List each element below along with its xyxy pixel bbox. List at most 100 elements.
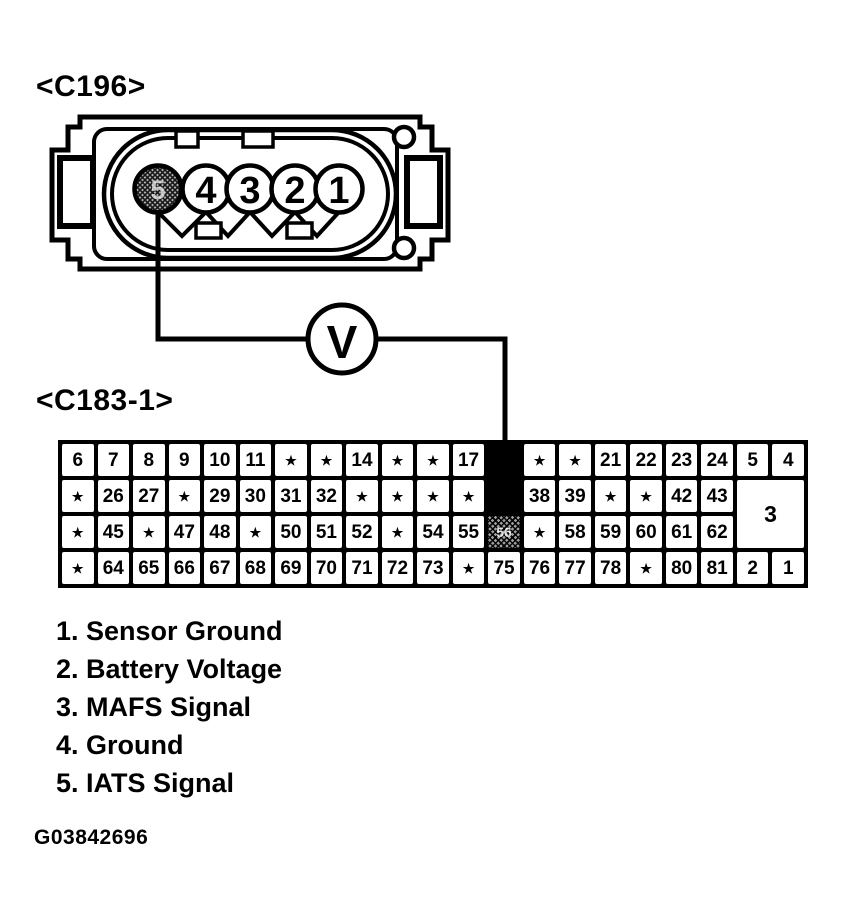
- legend-item-2: 2. Battery Voltage: [56, 654, 283, 684]
- unused-pin-cell: ★: [239, 516, 272, 548]
- pin-cell-45: 45: [97, 516, 130, 548]
- blank-split-cell: [488, 444, 520, 476]
- c196-pin-1-label: 1: [328, 170, 349, 212]
- pin-cell-69: 69: [275, 552, 307, 584]
- pin-cell-22: 22: [630, 444, 662, 476]
- unused-pin-cell: ★: [381, 480, 414, 512]
- pin-cell-80: 80: [665, 552, 698, 584]
- unused-pin-cell: ★: [630, 480, 662, 512]
- pin-cell-65: 65: [133, 552, 165, 584]
- probed-pin-cell-56: 56: [488, 516, 520, 548]
- c196-left-lock-tab: [57, 155, 96, 229]
- pin-cell-7: 7: [97, 444, 130, 476]
- pin-cell-61: 61: [665, 516, 698, 548]
- pin-cell-8: 8: [133, 444, 165, 476]
- legend-item-3: 3. MAFS Signal: [56, 692, 252, 722]
- pin-cell-71: 71: [346, 552, 378, 584]
- pin-cell-75: 75: [488, 552, 520, 584]
- c196-pin-5-label: 5: [150, 175, 165, 205]
- test-lead-wire-right: [374, 336, 508, 448]
- unused-pin-cell: ★: [452, 552, 485, 584]
- pin-cell-77: 77: [559, 552, 591, 584]
- unused-pin-cell: ★: [452, 480, 485, 512]
- pin-cell-21: 21: [594, 444, 627, 476]
- pin-cell-1: 1: [772, 552, 804, 584]
- pin-cell-17: 17: [452, 444, 485, 476]
- pin-cell-50: 50: [275, 516, 307, 548]
- legend-item-1: 1. Sensor Ground: [56, 616, 283, 646]
- pin-cell-81: 81: [701, 552, 733, 584]
- pin-cell-23: 23: [665, 444, 698, 476]
- pin-cell-47: 47: [168, 516, 201, 548]
- c196-pin-3-label: 3: [239, 170, 260, 212]
- pin-cell-76: 76: [523, 552, 556, 584]
- c196-bottom-tab-right: [285, 221, 314, 240]
- pin-cell-68: 68: [239, 552, 272, 584]
- pin-cell-32: 32: [310, 480, 343, 512]
- pin-cell-4: 4: [772, 444, 804, 476]
- pin-cell-38: 38: [523, 480, 556, 512]
- pin-cell-73: 73: [417, 552, 449, 584]
- test-lead-wire-left: [155, 210, 310, 342]
- pin-cell-58: 58: [559, 516, 591, 548]
- pin-cell-51: 51: [310, 516, 343, 548]
- figure-code: G03842696: [34, 826, 149, 849]
- pin-cell-29: 29: [204, 480, 236, 512]
- pin-cell-67: 67: [204, 552, 236, 584]
- pin-cell-54: 54: [417, 516, 449, 548]
- pin-cell-10: 10: [204, 444, 236, 476]
- pin-cell-2: 2: [736, 552, 769, 584]
- mounting-hole-top-icon: [391, 124, 417, 150]
- pin-cell-9: 9: [168, 444, 201, 476]
- pin-cell-64: 64: [97, 552, 130, 584]
- unused-pin-cell: ★: [417, 444, 449, 476]
- c196-connector-and-meter-drawing: 5 4 3 2 1 V: [49, 114, 508, 448]
- unused-pin-cell: ★: [62, 480, 94, 512]
- pin-cell-70: 70: [310, 552, 343, 584]
- pin-legend: 1. Sensor Ground 2. Battery Voltage 3. M…: [56, 612, 283, 802]
- pin-cell-11: 11: [239, 444, 272, 476]
- pin-cell-39: 39: [559, 480, 591, 512]
- pin-cell-62: 62: [701, 516, 733, 548]
- unused-pin-cell: ★: [275, 444, 307, 476]
- unused-pin-cell: ★: [559, 444, 591, 476]
- unused-pin-cell: ★: [310, 444, 343, 476]
- unused-pin-cell: ★: [417, 480, 449, 512]
- pin-cell-30: 30: [239, 480, 272, 512]
- pin-cell-66: 66: [168, 552, 201, 584]
- c196-top-notch-right: [241, 129, 275, 149]
- unused-pin-cell: ★: [630, 552, 662, 584]
- pin-cell-6: 6: [62, 444, 94, 476]
- pin-cell-43: 43: [701, 480, 733, 512]
- pin-cell-27: 27: [133, 480, 165, 512]
- pin-cell-48: 48: [204, 516, 236, 548]
- unused-pin-cell: ★: [346, 480, 378, 512]
- unused-pin-cell: ★: [523, 516, 556, 548]
- pin-cell-60: 60: [630, 516, 662, 548]
- connector-c196-title: <C196>: [36, 70, 146, 103]
- unused-pin-cell: ★: [133, 516, 165, 548]
- c196-pin-2-label: 2: [284, 170, 305, 212]
- voltmeter-label: V: [327, 316, 358, 368]
- pin-cell-72: 72: [381, 552, 414, 584]
- pin-cell-55: 55: [452, 516, 485, 548]
- pin-cell-3: 3: [736, 480, 804, 548]
- unused-pin-cell: ★: [594, 480, 627, 512]
- voltmeter-icon: [305, 302, 379, 376]
- connector-c183-title: <C183-1>: [36, 384, 174, 417]
- c196-pin-1: [313, 163, 365, 215]
- pin-cell-26: 26: [97, 480, 130, 512]
- unused-pin-cell: ★: [168, 480, 201, 512]
- pin-cell-5: 5: [736, 444, 769, 476]
- blank-split-cell: [488, 480, 520, 512]
- legend-item-5: 5. IATS Signal: [56, 768, 235, 798]
- pin-cell-14: 14: [346, 444, 378, 476]
- pin-cell-24: 24: [701, 444, 733, 476]
- mounting-hole-bottom-icon: [391, 235, 417, 261]
- legend-item-4: 4. Ground: [56, 730, 184, 760]
- pin-cell-31: 31: [275, 480, 307, 512]
- unused-pin-cell: ★: [523, 444, 556, 476]
- unused-pin-cell: ★: [62, 552, 94, 584]
- unused-pin-cell: ★: [381, 516, 414, 548]
